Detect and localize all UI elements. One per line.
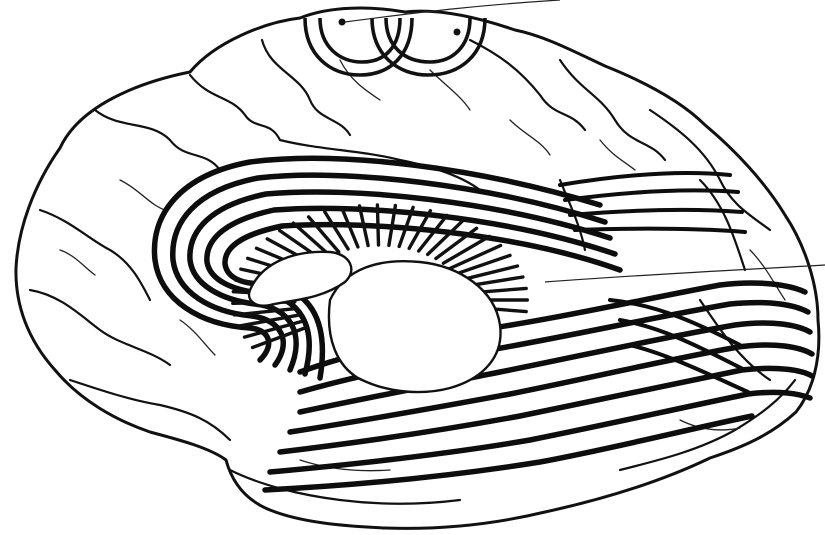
fiber-origin-dot bbox=[339, 19, 346, 26]
fiber-origin-dot bbox=[454, 29, 461, 36]
radial-fiber bbox=[377, 205, 378, 245]
